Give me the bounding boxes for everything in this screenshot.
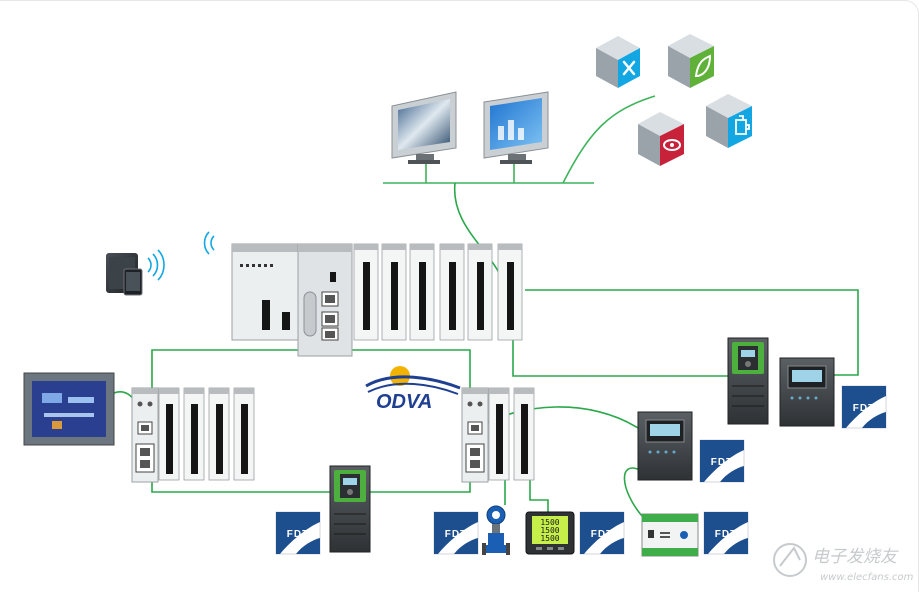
power-meter: 1500 1500 1500 — [525, 511, 575, 555]
relay-icon — [779, 357, 835, 427]
fdt-logo-icon — [433, 511, 479, 555]
meter-line-2: 1500 — [540, 526, 559, 535]
meter-line-1: 1500 — [540, 518, 559, 527]
fdt-logo-icon — [579, 511, 625, 555]
wireless-icon — [147, 231, 215, 281]
leaf-cube-icon — [668, 34, 714, 88]
relay-icon — [637, 411, 693, 481]
odva-logo-icon: ODVA — [365, 366, 461, 413]
right-remote-rack — [461, 387, 535, 483]
meter-line-3: 1500 — [540, 534, 559, 543]
fdt-logo-icon — [841, 385, 887, 429]
hmi-panel-icon — [23, 372, 115, 446]
puzzle-cube-icon — [706, 94, 752, 148]
fdt-logo-icon — [699, 439, 745, 483]
monitor-icon — [483, 91, 549, 164]
fdt-logo-icon — [275, 511, 321, 555]
flowmeter-icon — [482, 505, 510, 555]
watermark: 电子发烧友 www.elecfans.com — [773, 543, 914, 583]
io-module — [641, 513, 699, 557]
fdt-logo-icon — [703, 511, 749, 555]
watermark-url: www.elecfans.com — [820, 572, 914, 583]
main-controller-rack — [231, 243, 523, 357]
tools-cube-icon — [596, 36, 640, 88]
eye-cube-icon — [638, 112, 684, 166]
tablet-icon — [106, 253, 143, 296]
odva-label: ODVA — [376, 391, 432, 413]
drive-icon — [329, 465, 371, 553]
watermark-cn: 电子发烧友 — [812, 547, 899, 567]
drive-icon — [727, 337, 769, 425]
left-remote-rack — [131, 387, 255, 483]
monitor-icon — [391, 91, 457, 164]
